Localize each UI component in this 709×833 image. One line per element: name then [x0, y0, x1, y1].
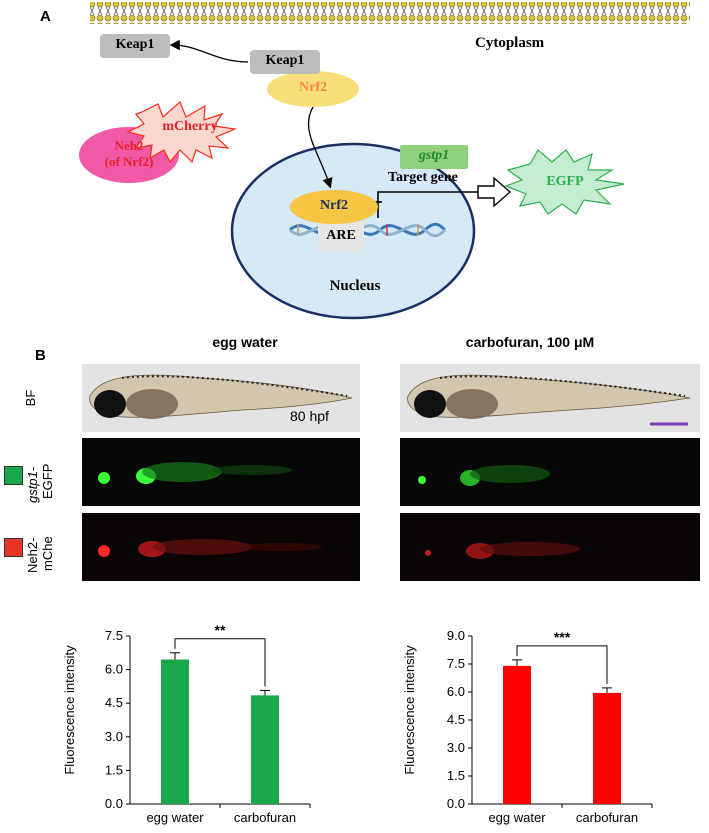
chart-egfp-ytick-label: 0.0: [105, 796, 123, 811]
mche-image-egg-water: [82, 513, 360, 581]
mche-image-carbofuran: [400, 513, 700, 581]
column-header-egg-water: egg water: [212, 334, 278, 350]
are-label: ARE: [326, 228, 356, 243]
chart-mche-category-label: carbofuran: [576, 810, 638, 825]
row-label-egfp: gstp1- EGFP: [25, 455, 65, 515]
keap1-bound-box: [250, 50, 320, 74]
keap1-free-box: [100, 34, 170, 58]
row-label-egfp-text: EGFP: [40, 463, 55, 499]
are-box: [318, 222, 364, 252]
keap1-bound-label: Keap1: [265, 53, 305, 68]
chart-mche-intensity: Fluorescence intensity 0.0 1.5 3.0 4.5 6.0 7.…: [402, 628, 653, 825]
neh2-label-line2: (of Nrf2): [104, 154, 154, 169]
chart-egfp-bar: [251, 695, 279, 804]
chart-egfp-category-label: egg water: [146, 810, 204, 825]
cell-membrane: [90, 2, 690, 24]
egfp-label: EGFP: [546, 174, 584, 189]
egfp-image-carbofuran: [400, 438, 700, 506]
panel-a-letter: A: [40, 8, 51, 25]
chart-egfp-ytick-label: 4.5: [105, 695, 123, 710]
chart-egfp-category-label: carbofuran: [234, 810, 296, 825]
egfp-color-chip: [4, 466, 23, 485]
chart-mche-ytick-label: 4.5: [447, 712, 465, 727]
nrf2-cytoplasm-shape: [267, 71, 359, 107]
chart-egfp-ylabel: Fluorescence intensity: [62, 645, 77, 775]
chart-mche-bar: [503, 665, 531, 804]
mcherry-star: [126, 100, 238, 164]
chart-egfp-bar: [161, 659, 189, 804]
chart-egfp-significance-label: **: [215, 622, 226, 638]
egfp-star: [504, 149, 625, 215]
bf-image-egg-water: [82, 364, 360, 432]
chart-mche-ylabel: Fluorescence intensity: [402, 645, 417, 775]
chart-mche-bar: [593, 692, 621, 804]
column-header-carbofuran: carbofuran, 100 μM: [465, 334, 595, 350]
bf-image-carbofuran: [400, 364, 700, 432]
chart-mche-ytick-label: 7.5: [447, 656, 465, 671]
nrf2-nucleus-shape: [290, 190, 378, 224]
keap1-release-arrow: [169, 39, 249, 63]
chart-mche-ytick-label: 0.0: [447, 796, 465, 811]
mche-color-chip: [4, 538, 23, 557]
row-label-egfp-italic: gstp1-: [25, 466, 40, 503]
neh2-label: Neh2 (of Nrf2): [79, 138, 179, 170]
chart-egfp-ytick-label: 7.5: [105, 628, 123, 643]
chart-egfp-ytick-label: 6.0: [105, 662, 123, 677]
chart-mche-category-label: egg water: [488, 810, 546, 825]
chart-mche-ytick-label: 1.5: [447, 768, 465, 783]
gstp1-label: gstp1: [418, 148, 450, 163]
neh2-label-line1: Neh2: [114, 138, 144, 153]
nrf2-nucleus-label: Nrf2: [320, 198, 348, 213]
nrf2-cytoplasm-label: Nrf2: [299, 80, 327, 95]
expression-arrow: [477, 176, 512, 208]
chart-mche-ytick-label: 3.0: [447, 740, 465, 755]
mcherry-label: mCherry: [162, 119, 218, 134]
row-label-mche: Neh2- mChe: [25, 525, 65, 585]
chart-mche-significance-label: ***: [554, 629, 571, 645]
row-label-mche-line2: mChe: [40, 536, 55, 571]
cytoplasm-label: Cytoplasm: [475, 35, 545, 51]
pathway-diagram: [79, 2, 690, 320]
chart-egfp-ytick-label: 3.0: [105, 729, 123, 744]
row-label-mche-line1: Neh2-: [25, 537, 40, 573]
chart-mche-ytick-label: 6.0: [447, 684, 465, 699]
gstp1-box: [400, 145, 468, 169]
chart-mche-ytick-label: 9.0: [447, 628, 465, 643]
hpf-label: 80 hpf: [290, 408, 329, 424]
transcription-line: [377, 191, 478, 218]
egfp-image-egg-water: [82, 438, 360, 506]
nrf2-translocation-arrow: [307, 106, 333, 189]
keap1-free-label: Keap1: [115, 37, 155, 52]
chart-mche-significance-bracket: [516, 645, 608, 684]
target-gene-label: Target gene: [388, 170, 458, 185]
panel-b-letter: B: [35, 347, 46, 364]
chart-egfp-ytick-label: 1.5: [105, 762, 123, 777]
row-label-bf: BF: [23, 389, 38, 407]
chart-egfp-significance-bracket: [174, 638, 266, 687]
nucleus-label: Nucleus: [329, 278, 381, 294]
chart-egfp-intensity: Fluorescence intensity 0.0 1.5 3.0 4.5 6.0 7.…: [62, 622, 311, 825]
